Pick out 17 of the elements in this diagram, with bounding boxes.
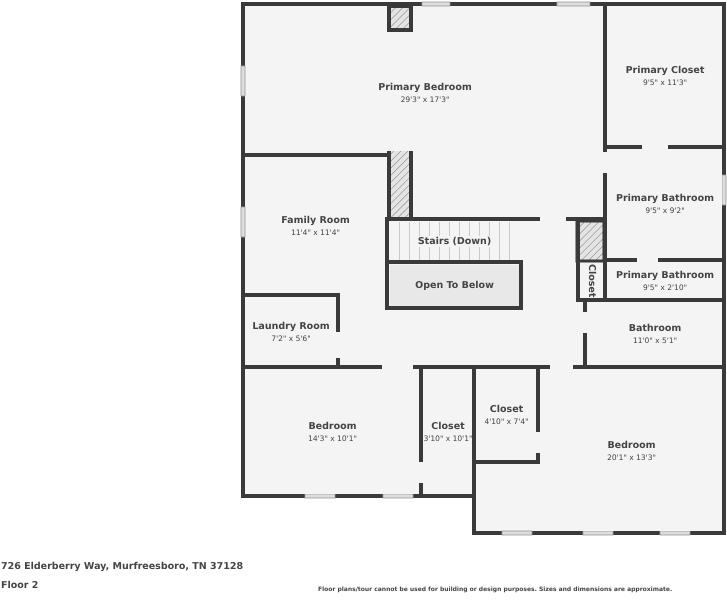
room-name: Closet <box>586 264 597 298</box>
room-name: Stairs (Down) <box>416 236 494 246</box>
room-name: Bedroom <box>308 421 357 432</box>
room-name: Bathroom <box>628 323 682 334</box>
address-text: 726 Elderberry Way, Murfreesboro, TN 37128 <box>1 561 244 572</box>
open-area <box>390 265 519 306</box>
room-name: Primary Bathroom <box>616 193 714 204</box>
room-name: Closet <box>431 421 465 432</box>
room-name: Open To Below <box>415 280 494 291</box>
room-name: Laundry Room <box>252 320 330 332</box>
room-name: Primary Bathroom <box>616 270 714 280</box>
room-name: Closet <box>490 404 524 415</box>
floor-label: Floor 2 <box>1 580 38 591</box>
room-name: Primary Bedroom <box>378 82 472 92</box>
room-name: Bedroom <box>607 440 656 450</box>
room-name: Primary Closet <box>626 65 704 76</box>
room-name: Family Room <box>281 214 350 226</box>
